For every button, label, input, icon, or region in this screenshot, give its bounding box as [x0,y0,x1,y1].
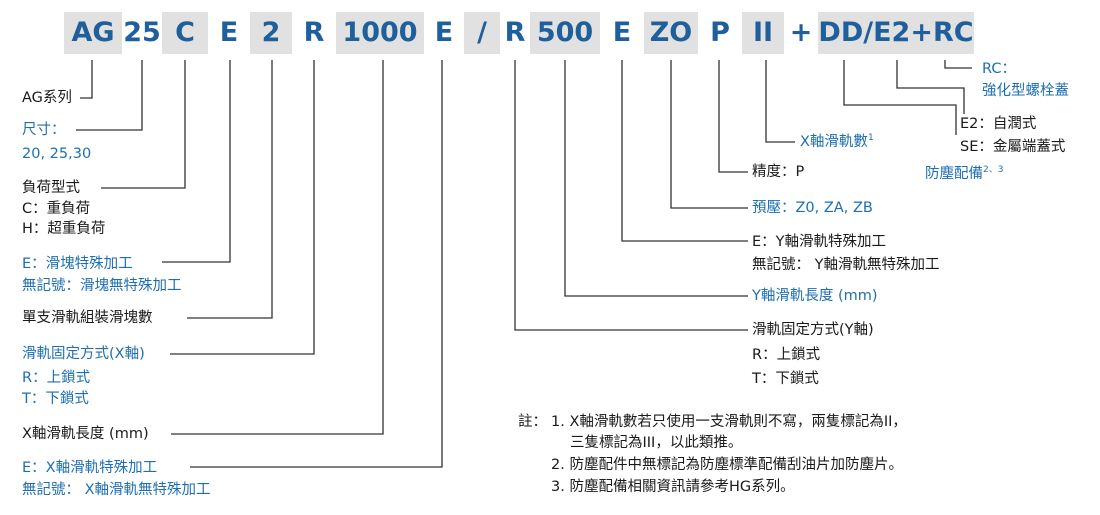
label-precision: 精度：P [752,164,805,180]
code-seg-xlen: 1000 [336,12,424,54]
label-xrail-count-text: X軸滑軌數 [800,134,868,150]
leader-xrail-e [190,60,443,468]
label-se: SE：金屬端蓋式 [960,139,1066,155]
note-1a: 1. X軸滑軌數若只使用一支滑軌則不寫，兩隻標記為II， [551,414,907,430]
code-seg-yrail-e: E [612,17,632,48]
note-2: 2. 防塵配件中無標記為防塵標準配備刮油片加防塵片。 [551,457,903,473]
label-rc-title: RC： [982,61,1016,77]
leader-xcount [765,60,795,143]
label-size-title: 尺寸： [22,122,66,138]
label-load-c: C：重負荷 [22,201,91,217]
code-seg-preload: ZO [644,12,698,54]
label-xrail-none: 無記號： X軸滑軌無特殊加工 [22,482,211,498]
code-seg-load: C [162,12,208,54]
leader-rc [944,60,972,69]
leader-xfix [170,60,315,355]
code-seg-yfix: R [504,17,526,48]
leader-block-e [162,60,231,263]
label-rc-desc: 強化型螺栓蓋 [982,83,1069,99]
code-seg-size: 25 [123,17,161,48]
leader-e2 [896,60,965,114]
leader-xlen [171,60,384,435]
leader-preload [670,60,748,209]
label-xrail-e: E：X軸滑軌特殊加工 [22,460,158,476]
code-seg-series: AG [64,12,122,54]
leader-dd [843,60,957,135]
label-yfix-t: T：下鎖式 [752,371,819,387]
label-xfix-t: T：下鎖式 [22,391,89,407]
label-load-h: H：超重負荷 [22,221,106,237]
label-yrail-none: 無記號： Y軸滑軌無特殊加工 [752,257,940,273]
label-yrail-len: Y軸滑軌長度 (mm) [752,288,878,304]
label-dust-sup: 2、3 [983,165,1004,176]
code-seg-ylen: 500 [530,12,600,54]
code-seg-dust: DD/E2+RC [818,12,974,54]
label-dust-text: 防塵配備 [925,166,983,182]
label-preload: 預壓：Z0, ZA, ZB [752,200,873,216]
label-yrail-e: E：Y軸滑軌特殊加工 [752,234,887,250]
code-seg-precision: P [710,17,730,48]
note-1b: 三隻標記為III，以此類推。 [570,435,743,451]
leader-precision [718,60,748,173]
label-dust-title: 防塵配備2、3 [925,164,1003,184]
label-xrail-count: X軸滑軌數1 [800,132,874,152]
label-xfix-r: R：上鎖式 [22,370,91,386]
label-size-values: 20, 25,30 [22,146,92,162]
code-seg-xrail-e: E [434,17,454,48]
label-xrail-len: X軸滑軌長度 (mm) [22,426,149,442]
model-code-row: AG 25 C E 2 R 1000 E / R 500 E ZO P II +… [0,0,1100,60]
label-e2: E2：自潤式 [960,116,1037,132]
label-yfix-title: 滑軌固定方式(Y軸) [752,322,874,338]
leader-series [80,60,93,99]
note-3: 3. 防塵配備相關資訊請參考HG系列。 [551,479,795,495]
label-blocks-per-rail: 單支滑軌組裝滑塊數 [22,310,153,326]
leader-size [76,60,143,131]
code-seg-block-e: E [219,17,239,48]
code-seg-plus: + [789,17,813,48]
notes-prefix: 註： [518,414,547,430]
code-seg-slash: / [464,12,500,54]
code-seg-xfix: R [303,17,325,48]
leader-load [101,60,186,189]
code-seg-xcount: II [742,12,784,54]
leader-yrail-e [621,60,748,242]
label-yfix-r: R：上鎖式 [752,347,821,363]
leader-yfix [514,60,748,331]
label-series: AG系列 [22,90,72,106]
label-load-title: 負荷型式 [22,180,80,196]
code-seg-blocks: 2 [250,12,292,54]
leader-blocks [187,60,273,319]
label-block-none: 無記號：滑塊無特殊加工 [22,278,182,294]
label-xrail-count-sup: 1 [867,133,874,144]
label-block-e: E：滑塊特殊加工 [22,256,133,272]
label-xfix-title: 滑軌固定方式(X軸) [22,346,145,362]
leader-ylen [564,60,748,297]
